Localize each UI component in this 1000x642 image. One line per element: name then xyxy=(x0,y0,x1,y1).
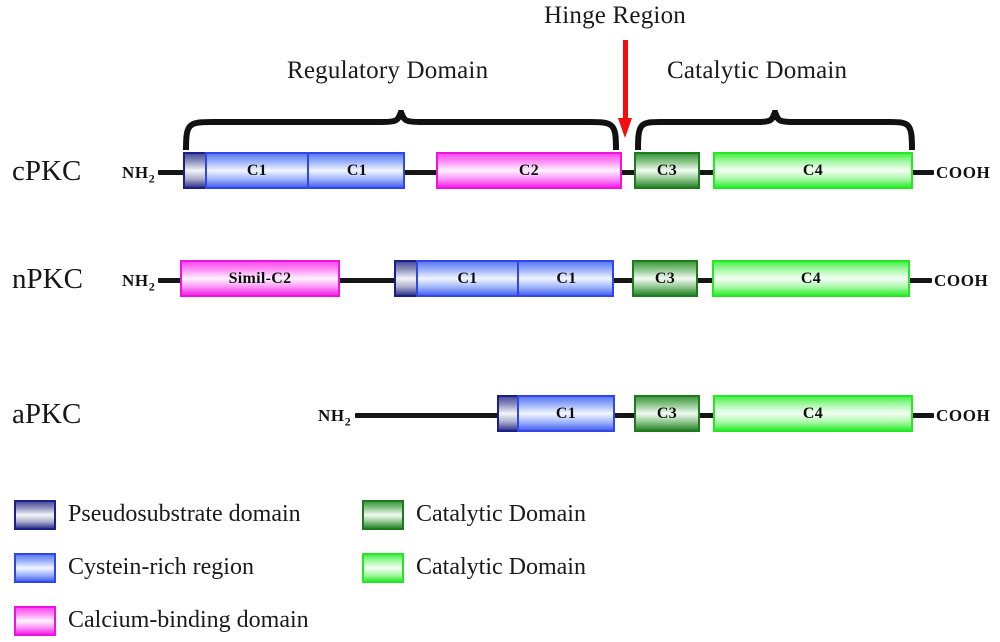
npkc-c-terminus: COOH xyxy=(934,271,989,290)
cpkc-c1-divider xyxy=(307,154,309,187)
row-label-cpkc: cPKC xyxy=(12,155,82,187)
legend-swatch-cystein-rich xyxy=(14,553,56,583)
apkc-c-terminus: COOH xyxy=(936,406,991,425)
cpkc-backbone-right xyxy=(906,170,934,175)
npkc-backbone-mid3 xyxy=(692,278,720,283)
row-label-npkc: nPKC xyxy=(12,263,83,295)
cpkc-backbone-mid2 xyxy=(614,170,640,175)
catalytic-domain-label: Catalytic Domain xyxy=(667,57,848,84)
npkc-backbone-right xyxy=(904,278,932,283)
npkc-c1-block: C1 C1 xyxy=(416,260,614,297)
row-label-apkc: aPKC xyxy=(12,398,82,430)
arrow-head xyxy=(618,118,632,138)
apkc-n-terminus: NH2 xyxy=(318,406,352,429)
cpkc-c1-block: C1 C1 xyxy=(205,152,405,189)
legend-label-cystein-rich: Cystein-rich region xyxy=(68,554,254,580)
npkc-c4-domain: C4 xyxy=(712,260,910,297)
hinge-region-label: Hinge Region xyxy=(544,2,686,29)
hinge-arrow-icon xyxy=(618,40,632,138)
legend-label-catalytic-light: Catalytic Domain xyxy=(416,554,586,580)
legend-swatch-catalytic-dark xyxy=(362,500,404,530)
npkc-c3-domain: C3 xyxy=(632,260,698,297)
apkc-backbone-right xyxy=(906,413,934,418)
cpkc-c3-domain: C3 xyxy=(634,152,700,189)
npkc-n-terminus: NH2 xyxy=(122,271,156,294)
cpkc-backbone-mid1 xyxy=(398,170,442,175)
catalytic-domain-brace xyxy=(634,110,916,150)
apkc-c3-domain: C3 xyxy=(634,395,700,432)
arrow-shaft xyxy=(623,40,628,120)
cpkc-n-terminus: NH2 xyxy=(122,163,156,186)
npkc-simil-c2-domain: Simil-C2 xyxy=(180,260,340,297)
apkc-backbone-mid1 xyxy=(610,413,636,418)
npkc-c1-divider xyxy=(517,262,519,295)
legend-label-calcium-binding: Calcium-binding domain xyxy=(68,607,309,633)
cpkc-c4-domain: C4 xyxy=(713,152,913,189)
npkc-backbone-mid1 xyxy=(334,278,396,283)
npkc-c1-domain-2: C1 xyxy=(556,269,577,287)
cpkc-c1-domain-2: C1 xyxy=(346,161,368,179)
cpkc-backbone-mid3 xyxy=(694,170,720,175)
legend-swatch-calcium-binding xyxy=(14,606,56,636)
legend-label-catalytic-dark: Catalytic Domain xyxy=(416,501,586,527)
apkc-c1-domain: C1 xyxy=(517,395,615,432)
legend-swatch-catalytic-light xyxy=(362,553,404,583)
npkc-c1-domain-1: C1 xyxy=(457,269,478,287)
regulatory-domain-label: Regulatory Domain xyxy=(287,57,489,84)
apkc-pseudosubstrate-domain xyxy=(497,395,519,432)
legend-label-pseudosubstrate: Pseudosubstrate domain xyxy=(68,501,301,527)
legend-swatch-pseudosubstrate xyxy=(14,500,56,530)
npkc-backbone-left xyxy=(158,278,182,283)
apkc-backbone-mid2 xyxy=(694,413,720,418)
cpkc-c2-domain: C2 xyxy=(436,152,622,189)
regulatory-domain-brace xyxy=(182,110,620,150)
apkc-backbone-left xyxy=(355,413,499,418)
cpkc-pseudosubstrate-domain xyxy=(183,152,207,189)
cpkc-c-terminus: COOH xyxy=(936,163,991,182)
npkc-pseudosubstrate-domain xyxy=(394,260,418,297)
apkc-c4-domain: C4 xyxy=(713,395,913,432)
cpkc-c1-domain-1: C1 xyxy=(246,161,268,179)
cpkc-backbone-left xyxy=(158,170,186,175)
npkc-backbone-mid2 xyxy=(608,278,636,283)
